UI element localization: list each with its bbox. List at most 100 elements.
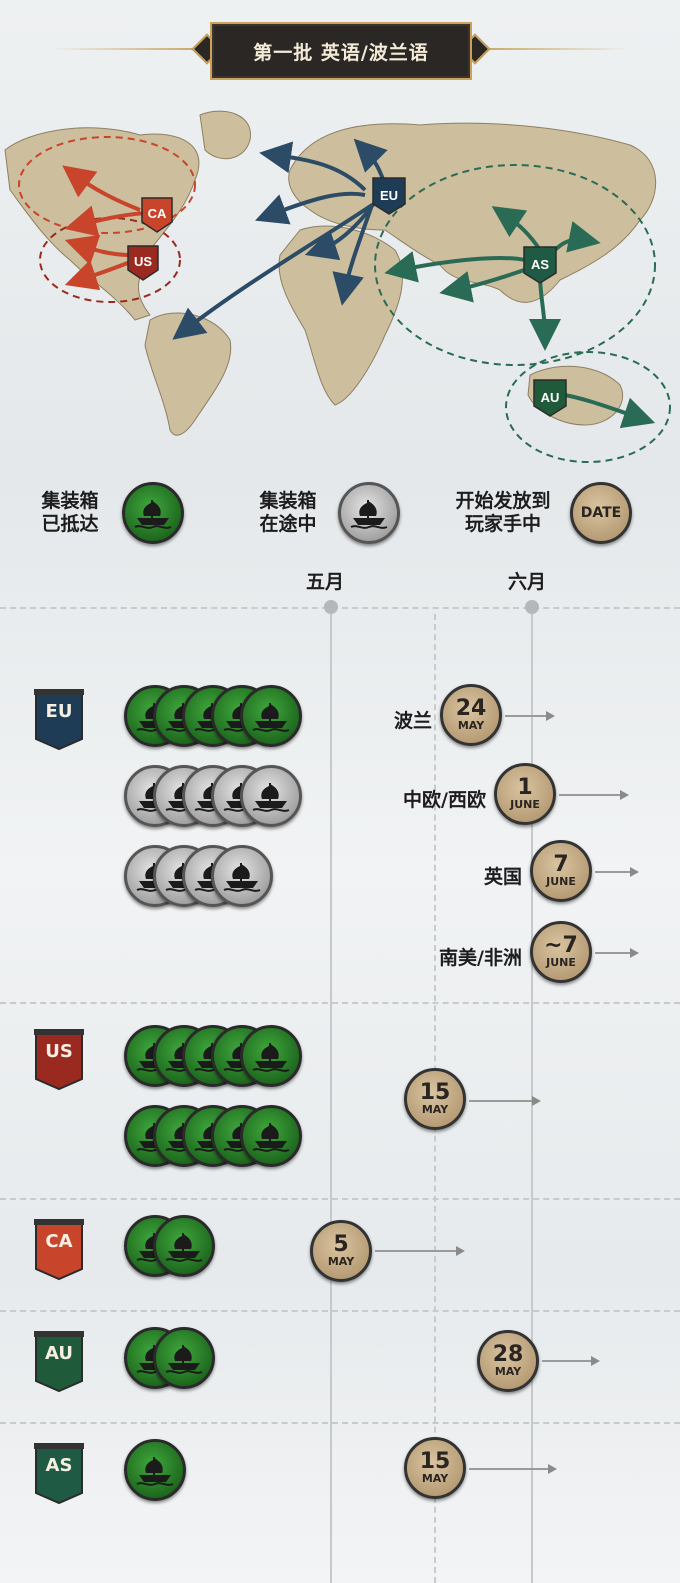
arrived-container-coin (124, 1439, 186, 1501)
ship-icon (250, 1039, 292, 1073)
month-may-label: 五月 (306, 571, 345, 593)
release-day: 15 (419, 1080, 451, 1105)
legend-in-transit-coin (338, 482, 400, 544)
release-arrow (595, 867, 639, 877)
release-arrow (469, 1464, 557, 1474)
month-june-dot (525, 600, 539, 614)
row-divider (0, 1422, 680, 1424)
in-transit-container-coin (240, 765, 302, 827)
release-day: 1 (517, 775, 533, 800)
release-day: 24 (455, 696, 487, 721)
release-arrow (469, 1096, 541, 1106)
release-month: MAY (457, 719, 485, 732)
arrived-container-coin (240, 1105, 302, 1167)
timeline-header-divider (0, 607, 680, 609)
release-arrow (559, 790, 629, 800)
region-banner-label: CA (45, 1231, 73, 1252)
arrived-container-coin (153, 1327, 215, 1389)
au-region-ring (505, 351, 671, 463)
row-divider (0, 1002, 680, 1004)
map-us-label: US (134, 254, 152, 269)
map-marker-as: AS (523, 246, 557, 284)
arrived-container-coin (240, 1025, 302, 1087)
map-marker-us: US (127, 245, 159, 281)
region-banner-label: AU (45, 1343, 73, 1364)
ship-icon (134, 1453, 176, 1487)
release-region-label: 英国 (483, 866, 522, 888)
release-day: 7 (553, 852, 569, 877)
arrived-container-coin (153, 1215, 215, 1277)
release-day: 5 (333, 1232, 349, 1257)
release-arrow (595, 948, 639, 958)
region-banner-label: AS (45, 1455, 73, 1476)
ship-icon (132, 496, 174, 530)
may-timeline-line (330, 614, 332, 1583)
legend-release-label: 开始发放到 玩家手中 (455, 490, 551, 535)
map-marker-au: AU (533, 379, 567, 417)
africa (278, 225, 403, 406)
world-map: CA US EU AS AU (4, 110, 671, 463)
map-ca-label: CA (148, 206, 167, 221)
ship-icon (163, 1341, 205, 1375)
ship-icon (348, 496, 390, 530)
page-title: 第一批 英语/波兰语 (253, 41, 429, 64)
release-month: JUNE (510, 798, 540, 811)
map-au-label: AU (541, 390, 560, 405)
release-region-label: 中欧/西欧 (403, 789, 486, 811)
title-line-left (50, 48, 210, 50)
map-as-label: AS (531, 257, 549, 272)
map-marker-ca: CA (141, 197, 173, 233)
region-banner-au: AU (34, 1329, 84, 1393)
as-region-ring (374, 164, 656, 366)
ship-icon (250, 1119, 292, 1153)
ship-icon (250, 699, 292, 733)
map-eu-label: EU (380, 188, 398, 203)
legend-arrived-label: 集装箱 已抵达 (41, 490, 99, 535)
legend-date-coin: DATE (570, 482, 632, 544)
south-america (144, 312, 232, 436)
in-transit-container-coin (211, 845, 273, 907)
release-region-label: 南美/非洲 (439, 947, 522, 969)
title-banner: 第一批 英语/波兰语 (210, 22, 472, 80)
region-banner-label: US (45, 1041, 73, 1062)
arrived-container-coin (240, 685, 302, 747)
release-month: MAY (327, 1255, 355, 1268)
row-divider (0, 1310, 680, 1312)
region-banner-as: AS (34, 1441, 84, 1505)
release-month: MAY (421, 1472, 449, 1485)
release-month: JUNE (546, 956, 576, 969)
release-arrow (375, 1246, 465, 1256)
release-day: ~7 (544, 933, 578, 958)
release-region-label: 波兰 (393, 710, 432, 732)
greenland (199, 110, 251, 160)
region-banner-ca: CA (34, 1217, 84, 1281)
release-day: 15 (419, 1449, 451, 1474)
month-june-label: 六月 (508, 571, 547, 593)
map-marker-eu: EU (372, 177, 406, 215)
ship-icon (163, 1229, 205, 1263)
month-may-dot (324, 600, 338, 614)
legend-date-text: DATE (580, 505, 622, 521)
release-month: JUNE (546, 875, 576, 888)
ship-icon (221, 859, 263, 893)
release-month: MAY (494, 1365, 522, 1378)
row-divider (0, 1198, 680, 1200)
release-month: MAY (421, 1103, 449, 1116)
region-banner-eu: EU (34, 687, 84, 751)
ca-region-ring (18, 136, 196, 234)
ship-icon (250, 779, 292, 813)
release-arrow (542, 1356, 600, 1366)
legend-in-transit-label: 集装箱 在途中 (259, 490, 317, 535)
legend-arrived-coin (122, 482, 184, 544)
region-banner-us: US (34, 1027, 84, 1091)
release-arrow (505, 711, 555, 721)
title-line-right (470, 48, 630, 50)
